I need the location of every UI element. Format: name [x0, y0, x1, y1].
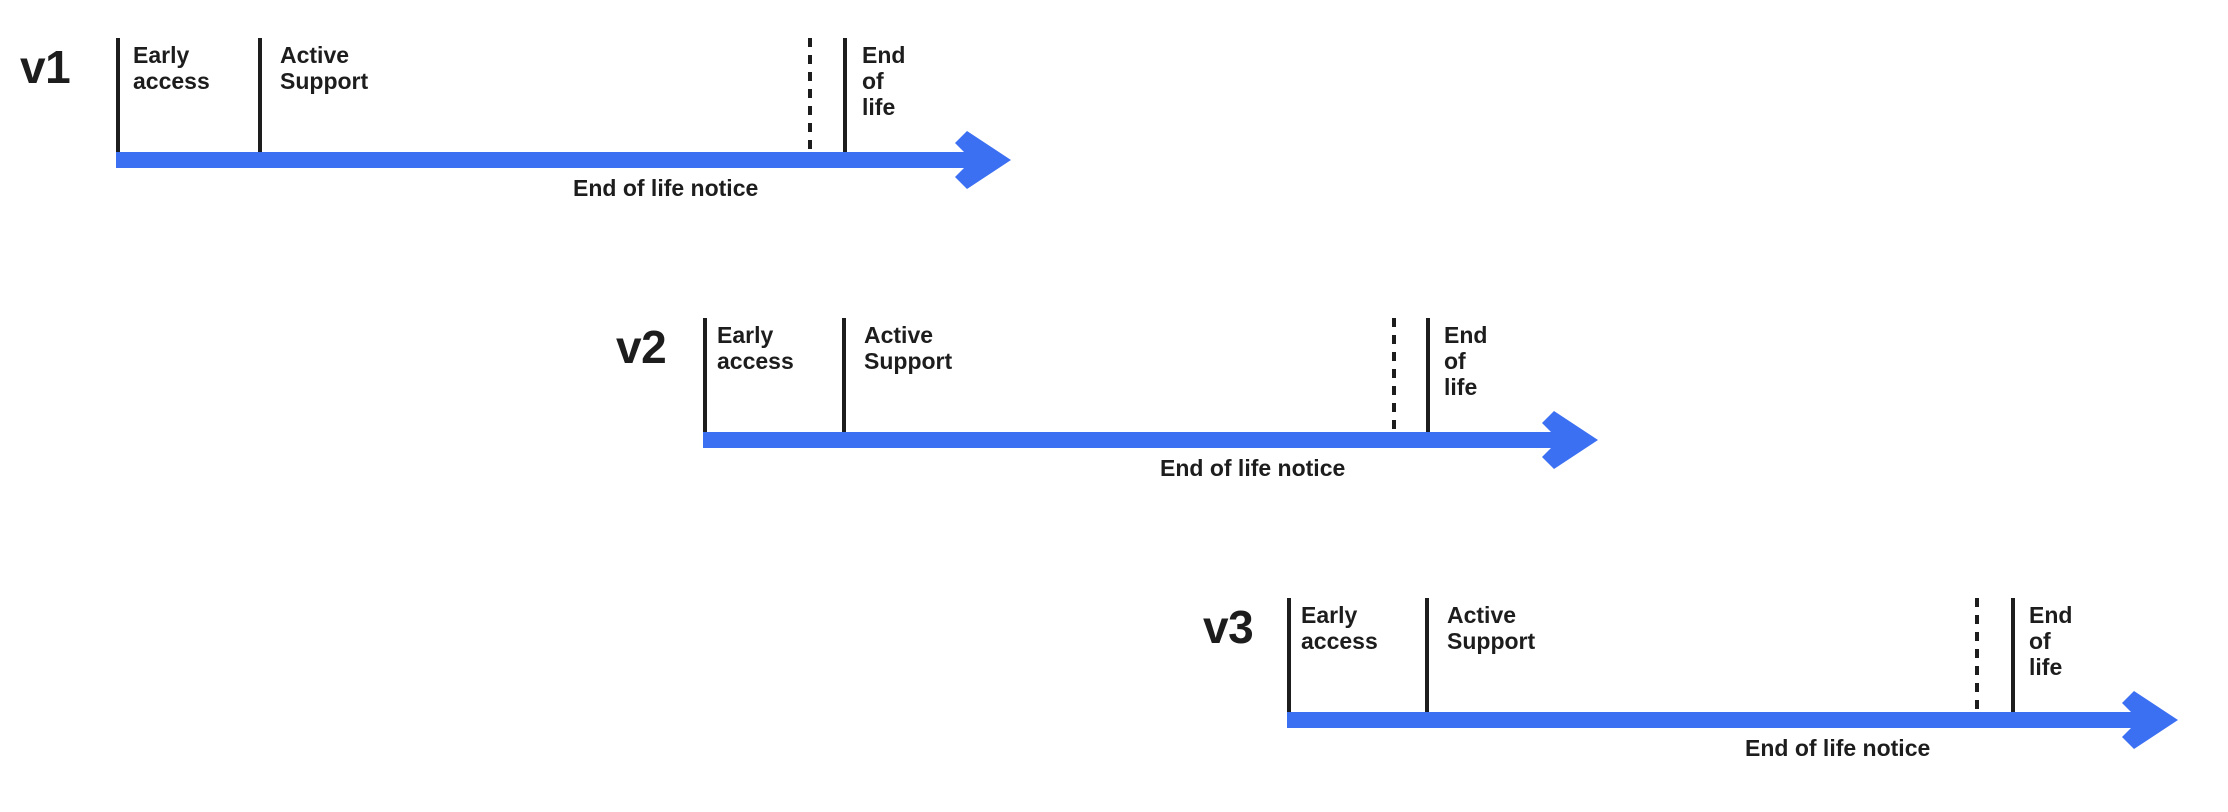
lifecycle-arrow-head-icon	[951, 129, 1013, 191]
end-of-life-notice-label: End of life notice	[573, 175, 759, 201]
phase-label-end-of-life: End of life	[862, 42, 906, 120]
lifecycle-arrow-shaft	[703, 432, 1577, 448]
lifecycle-arrow-head-icon	[1538, 409, 1600, 471]
phase-label-end-of-life: End of life	[1444, 322, 1488, 400]
end-of-life-notice-label: End of life notice	[1160, 455, 1346, 481]
phase-divider-tick-2	[1425, 598, 1429, 712]
phase-divider-tick-2	[842, 318, 846, 432]
phase-divider-tick-3	[2011, 598, 2015, 712]
end-of-life-notice-dashed-tick	[1392, 318, 1396, 432]
phase-label-early-access: Early access	[1301, 602, 1378, 654]
phase-label-active-support: Active Support	[1447, 602, 1536, 654]
phase-label-active-support: Active Support	[864, 322, 953, 374]
phase-divider-tick-1	[116, 38, 120, 152]
phase-divider-tick-3	[843, 38, 847, 152]
phase-divider-tick-3	[1426, 318, 1430, 432]
lifecycle-arrow-head-icon	[2118, 689, 2180, 751]
phase-divider-tick-1	[703, 318, 707, 432]
end-of-life-notice-label: End of life notice	[1745, 735, 1931, 761]
phase-label-early-access: Early access	[133, 42, 210, 94]
phase-divider-tick-1	[1287, 598, 1291, 712]
version-label-v3: v3	[1203, 601, 1254, 653]
phase-label-end-of-life: End of life	[2029, 602, 2073, 680]
phase-label-active-support: Active Support	[280, 42, 369, 94]
version-label-v2: v2	[616, 321, 667, 373]
phase-label-early-access: Early access	[717, 322, 794, 374]
lifecycle-arrow-shaft	[116, 152, 990, 168]
end-of-life-notice-dashed-tick	[1975, 598, 1979, 712]
phase-divider-tick-2	[258, 38, 262, 152]
version-label-v1: v1	[20, 41, 71, 93]
lifecycle-arrow-shaft	[1287, 712, 2157, 728]
end-of-life-notice-dashed-tick	[808, 38, 812, 152]
